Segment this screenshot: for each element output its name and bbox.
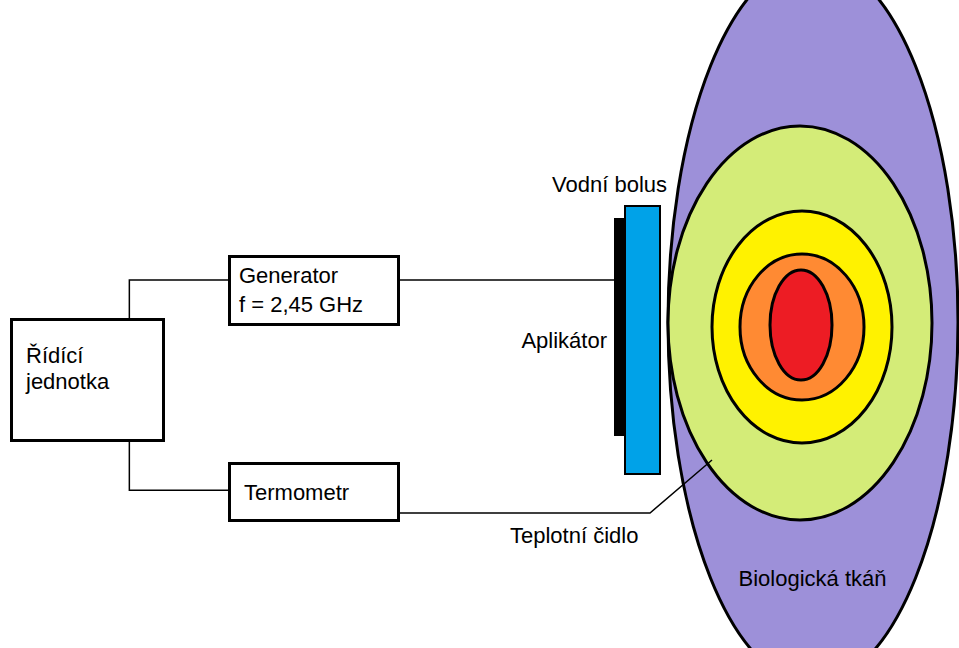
control-unit-box: Řídící jednotka <box>10 318 165 442</box>
connector-line <box>400 279 614 281</box>
node-label: Aplikátor <box>521 328 607 354</box>
tissue-layer-orange <box>740 254 864 400</box>
tissue-layer-yellow <box>712 211 892 443</box>
tissue-illustration <box>666 0 959 648</box>
tissue-outer <box>668 0 958 648</box>
generator-box: Generator f = 2,45 GHz <box>228 255 400 326</box>
thermometer-box: Termometr <box>228 462 400 522</box>
sensor-label: Teplotní čidlo <box>510 523 638 549</box>
node-label: Vodní bolus <box>552 172 667 198</box>
node-detail: f = 2,45 GHz <box>239 292 363 318</box>
tissue-core-red <box>770 270 832 380</box>
node-label: Generator <box>239 263 338 289</box>
node-label: Termometr <box>244 480 349 506</box>
connector-line <box>129 280 228 318</box>
node-label: Řídící jednotka <box>26 343 151 395</box>
node-label: Biologická tkáň <box>666 566 959 592</box>
connector-line <box>400 460 712 513</box>
connector-line <box>129 442 228 490</box>
tissue-layer-green <box>668 126 932 520</box>
biological-tissue: Biologická tkáň <box>666 0 959 648</box>
water-bolus: Vodní bolus <box>624 205 661 475</box>
